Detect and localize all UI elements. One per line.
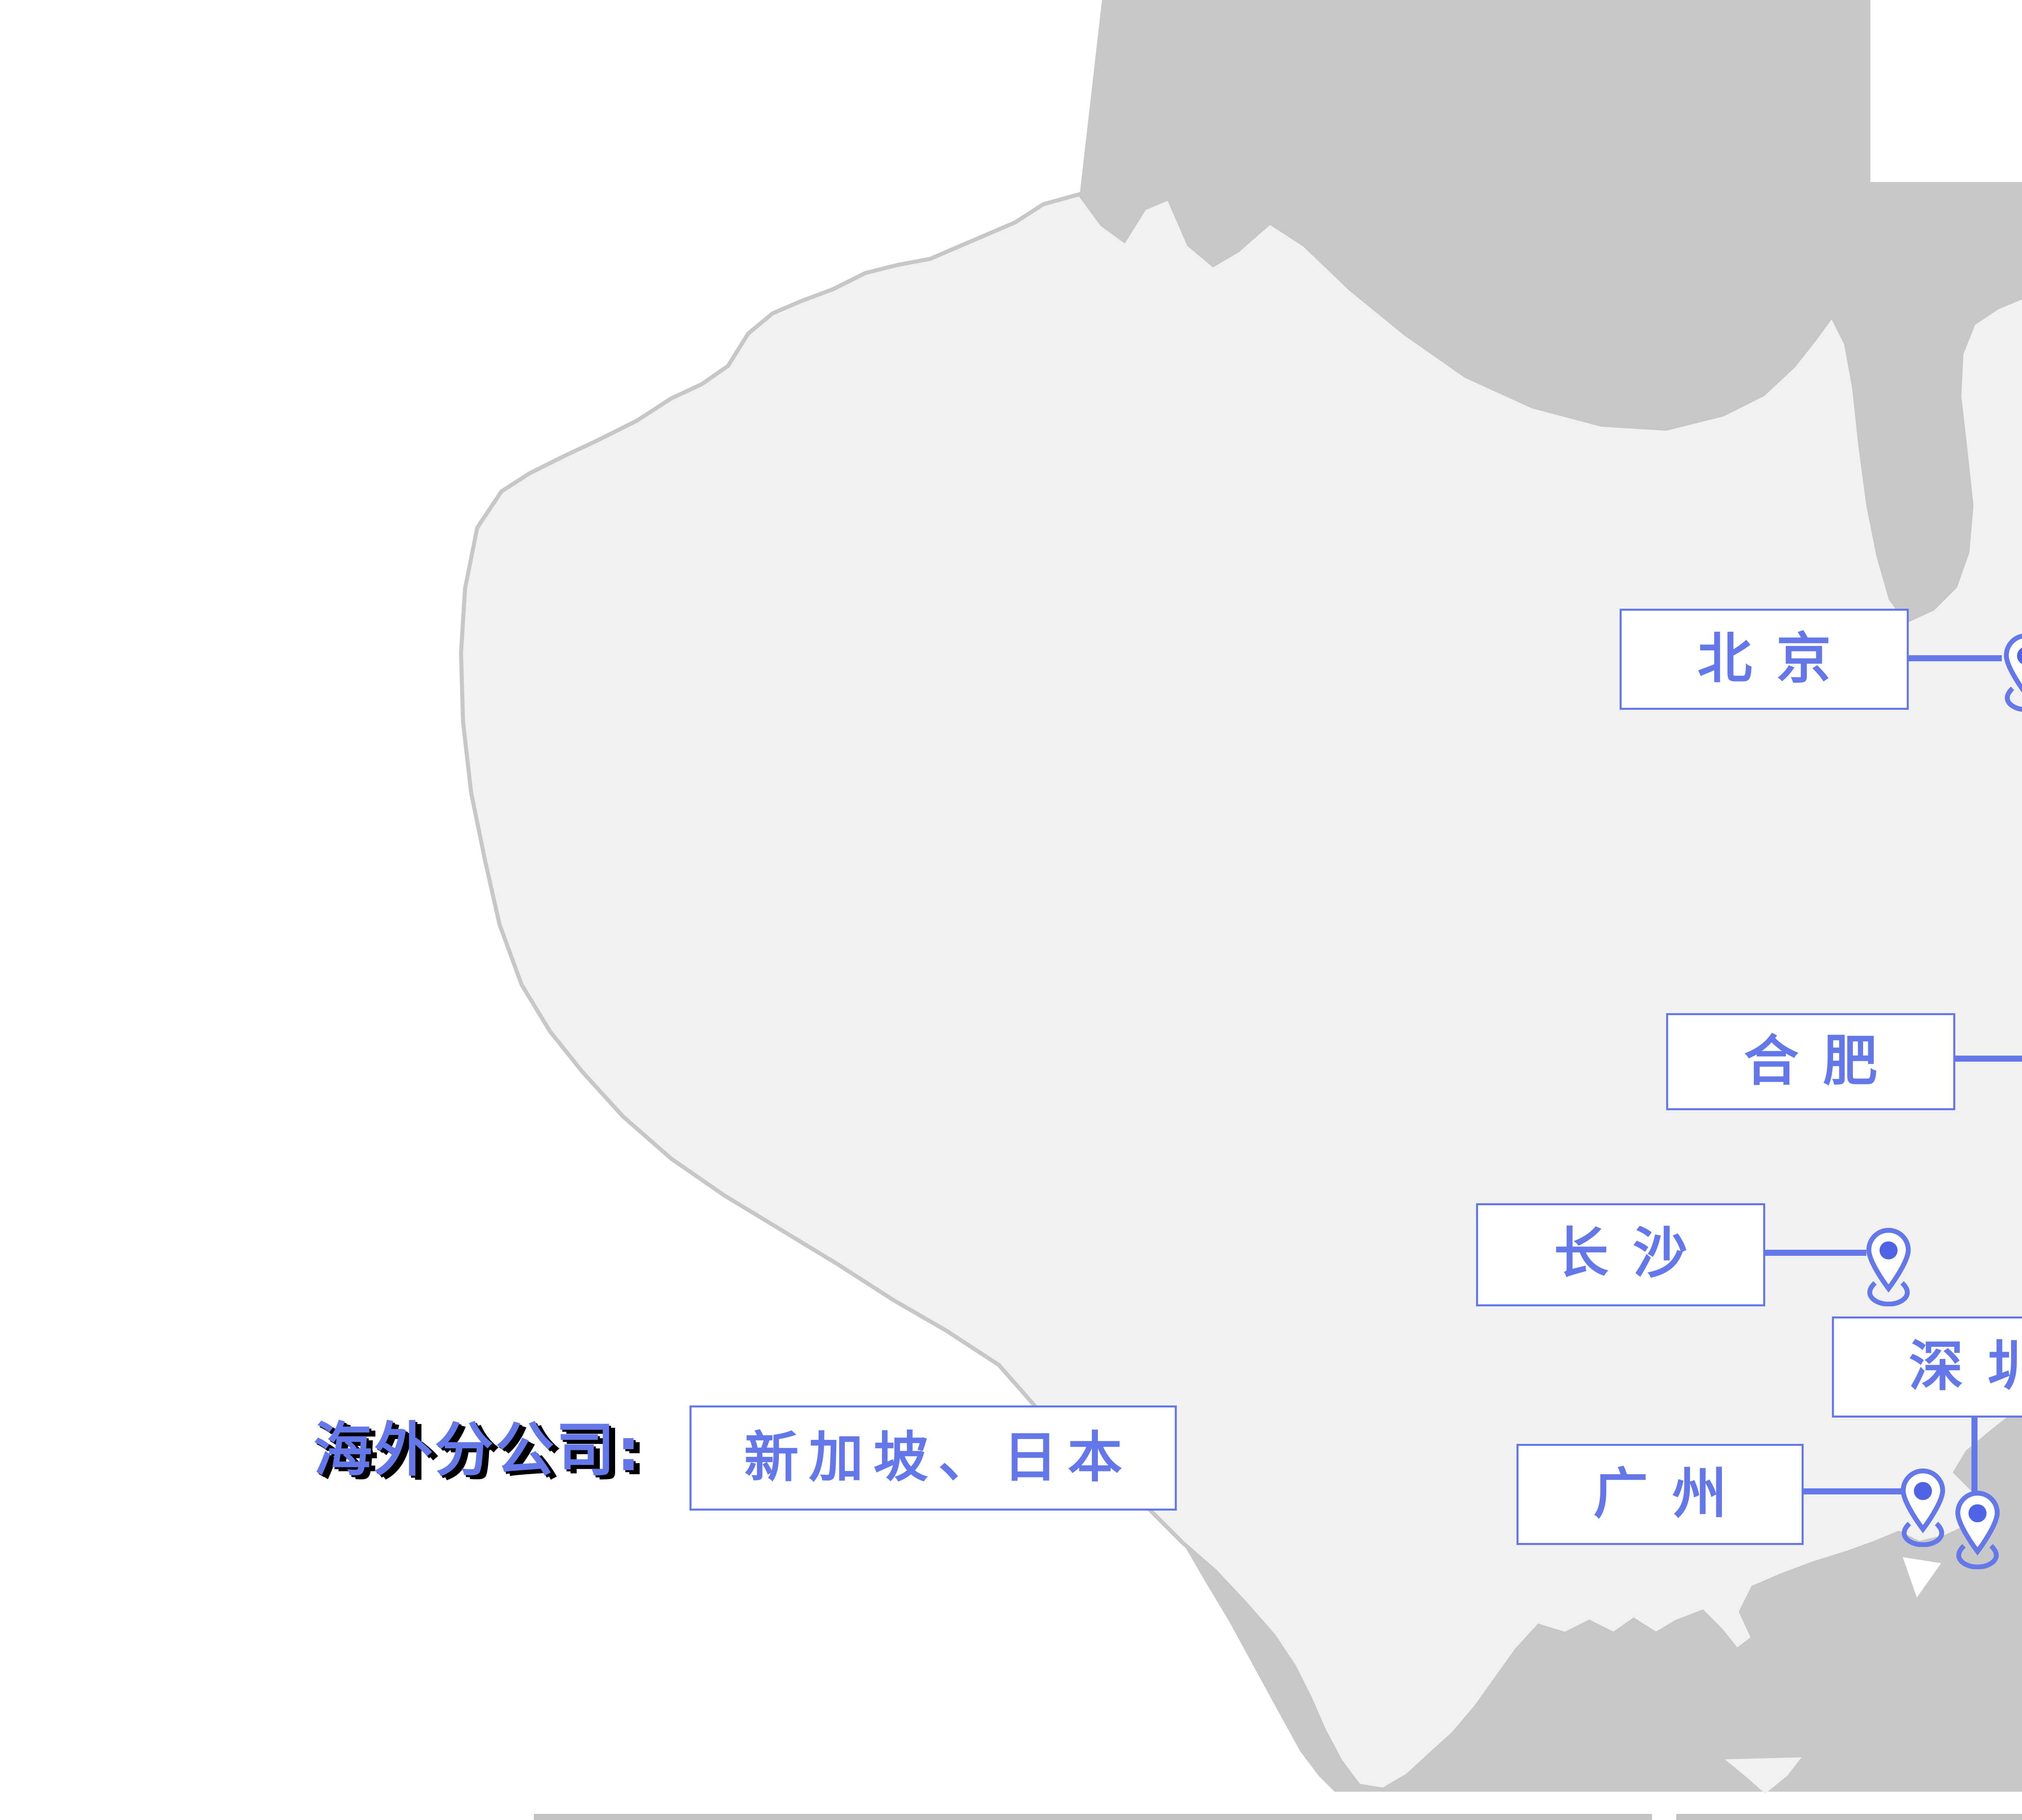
china-landmass	[459, 192, 2022, 1792]
connector-line-shenzhen	[1970, 1418, 1978, 1498]
connector-line-guangzhou	[1804, 1488, 1903, 1495]
connector-line-beijing	[1909, 655, 2002, 662]
top-white-wedge	[1870, 0, 2022, 182]
city-label-changsha: 长沙	[1476, 1203, 1765, 1306]
city-label-hefei: 合肥	[1666, 1013, 1955, 1110]
bottom-frame-bar-left	[534, 1814, 1652, 1819]
city-label-guangzhou: 广州	[1516, 1444, 1804, 1545]
location-pin-icon-shenzhen	[1951, 1490, 2004, 1569]
overseas-value-box: 新加坡、日本	[690, 1405, 1177, 1511]
bottom-frame-bar-right	[1676, 1814, 2022, 1819]
overseas-label: 海外分公司:	[313, 1416, 643, 1484]
location-pin-icon-beijing	[2000, 633, 2022, 712]
connector-line-hefei	[1955, 1054, 2022, 1062]
pearl-estuary	[1903, 1557, 1941, 1598]
connector-line-changsha	[1765, 1249, 1866, 1256]
location-pin-icon-changsha	[1862, 1227, 1915, 1306]
city-label-beijing: 北京	[1620, 609, 1909, 710]
location-pin-icon-guangzhou	[1897, 1468, 1949, 1547]
city-label-shenzhen: 深圳	[1832, 1316, 2022, 1418]
hainan-island	[1725, 1757, 1802, 1794]
